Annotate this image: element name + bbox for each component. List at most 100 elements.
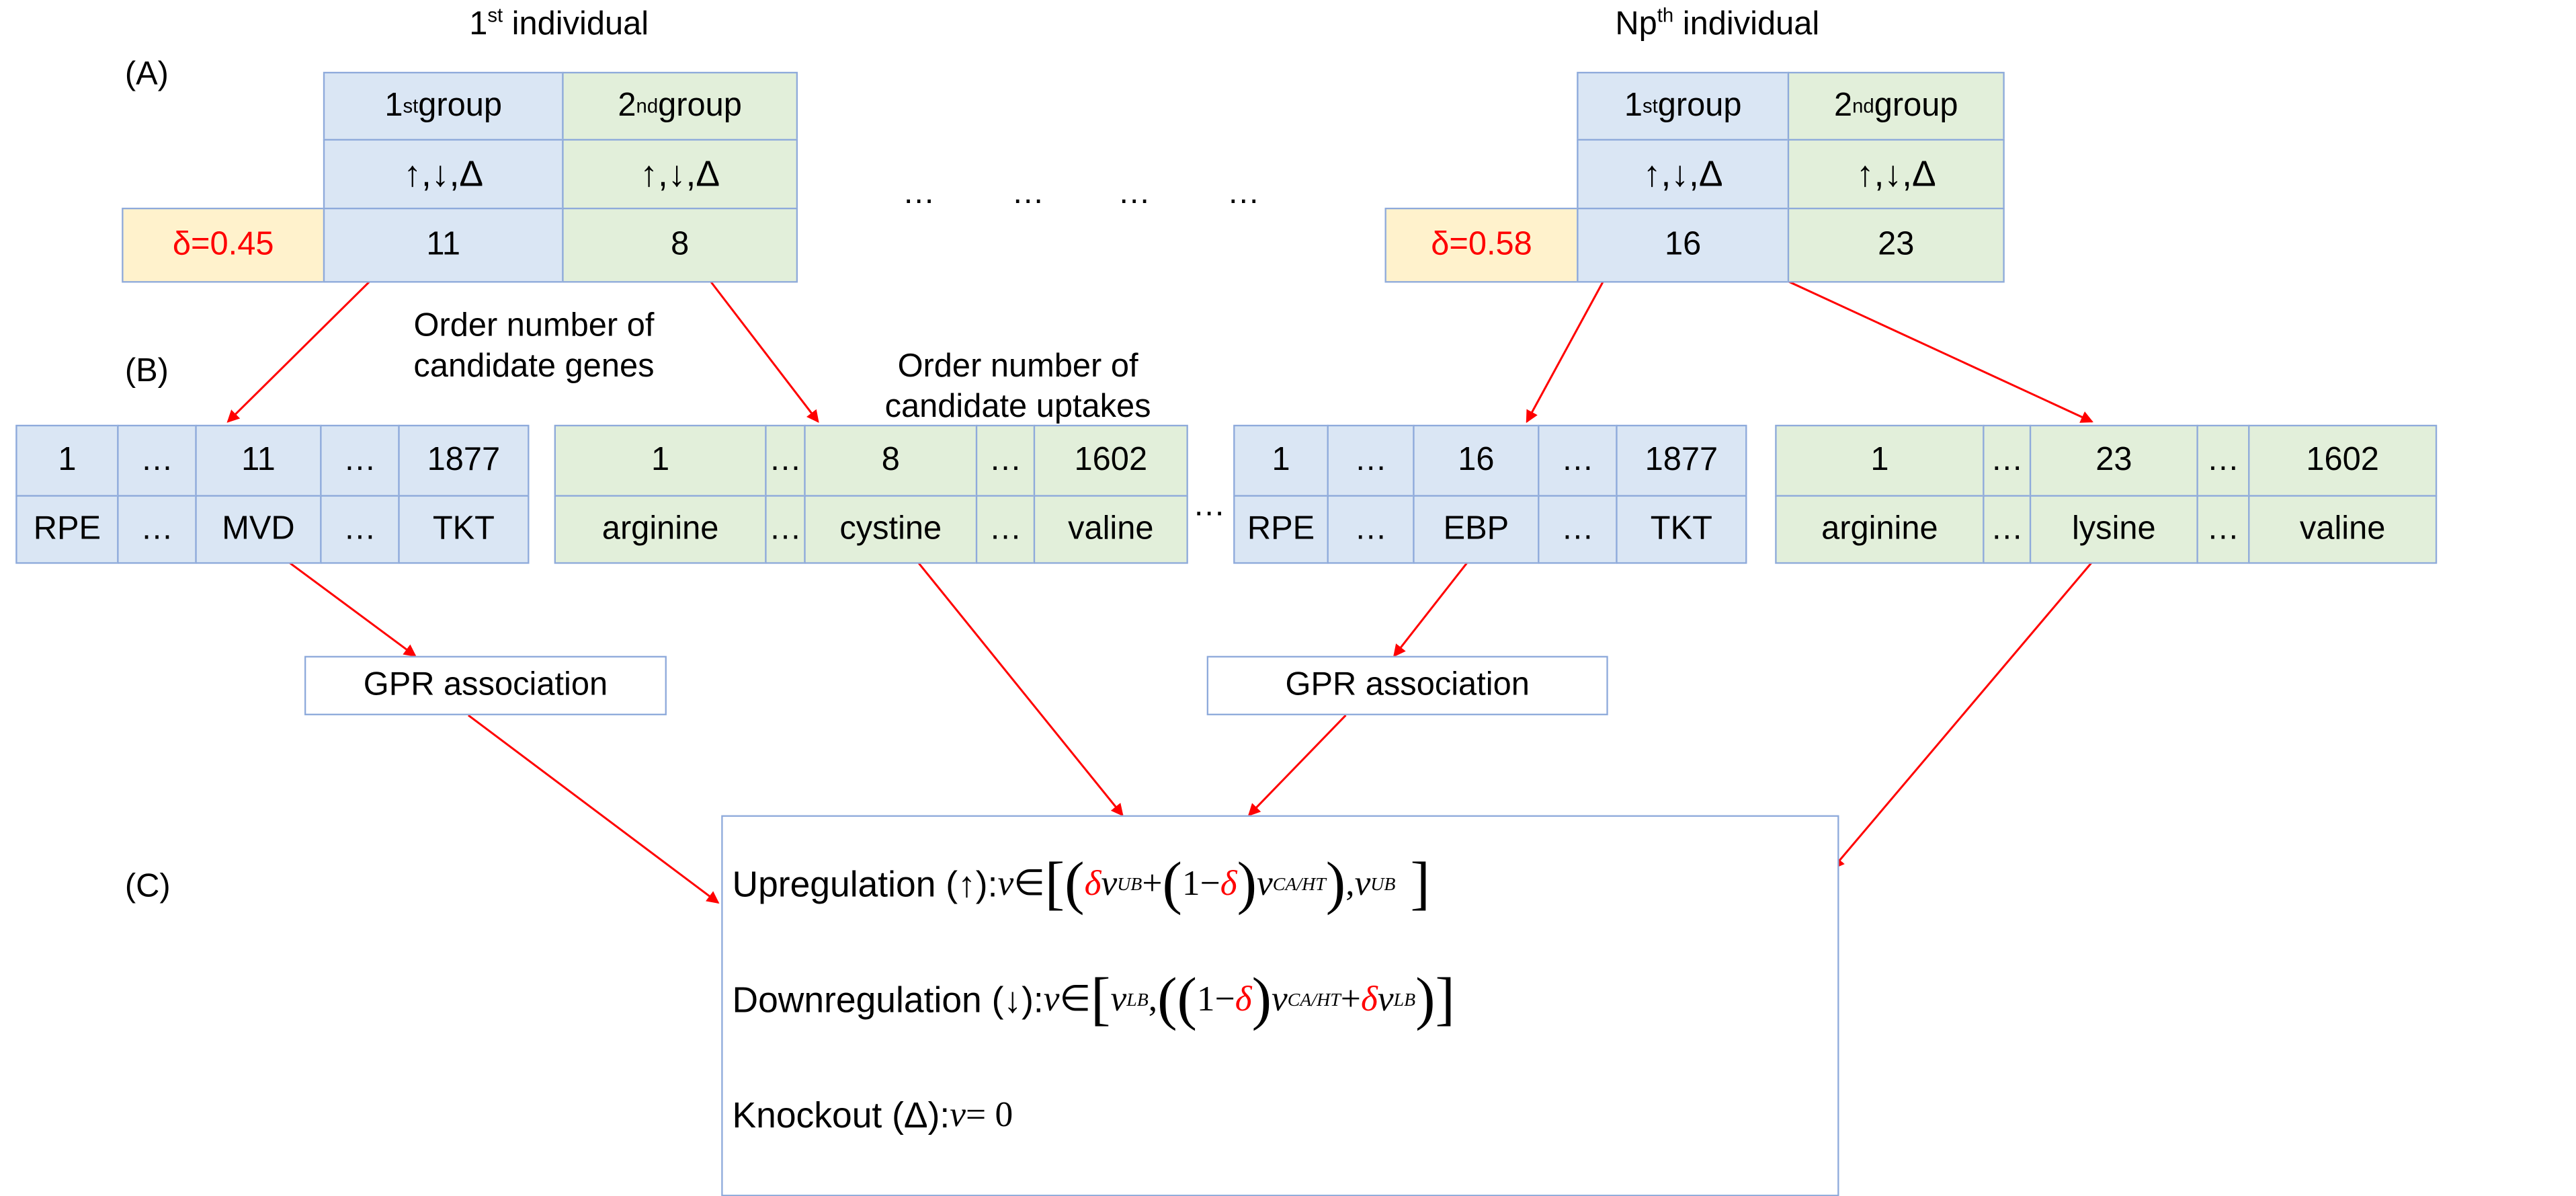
plus: + <box>1142 863 1163 903</box>
metabolite-name-cell: arginine <box>554 495 767 564</box>
order-number-cell: … <box>320 424 400 497</box>
arrow-ebp-to-gpr <box>1393 561 1468 657</box>
metabolite-name-cell: lysine <box>2029 495 2198 564</box>
candidate-order-cell: 11 <box>323 207 564 283</box>
delta-value-cell: δ=0.58 <box>1384 207 1579 283</box>
caption-line: candidate genes <box>413 348 655 385</box>
order-number-cell: 1 <box>1775 424 1985 497</box>
arrow-anp-group2-to-uptakes <box>1787 280 2093 423</box>
comma: , <box>1345 863 1355 903</box>
order-number-cell: 8 <box>804 424 978 497</box>
element-of: ∈ <box>1013 863 1045 903</box>
knockout-formula: Knockout (Δ): v = 0 <box>732 1058 1837 1173</box>
caption-line: Order number of <box>897 348 1138 385</box>
arrow-gpr2-to-formula <box>1247 714 1347 817</box>
gene-name-cell: MVD <box>195 495 322 564</box>
caption-line: candidate uptakes <box>884 389 1151 425</box>
ellipsis: … <box>1011 175 1045 211</box>
group-number: 2 <box>1834 87 1853 124</box>
gene-name-cell: RPE <box>15 495 119 564</box>
metabolite-name-cell: … <box>2196 495 2250 564</box>
comma: , <box>1148 979 1158 1019</box>
caption-candidate-uptakes: Order number of candidate uptakes <box>885 347 1151 428</box>
candidate-order-cell: 23 <box>1787 207 2005 283</box>
flux-symbol: v <box>1272 979 1288 1019</box>
caption-line: Order number of <box>413 307 655 344</box>
upregulation-label: Upregulation (↑): <box>732 863 998 904</box>
superscript: UB <box>1117 872 1142 894</box>
arrow-a1-group1-to-genes <box>226 280 371 423</box>
order-number-cell: 1 <box>554 424 767 497</box>
order-number-cell: 1602 <box>1033 424 1188 497</box>
operations-cell: ↑,↓,Δ <box>323 138 564 210</box>
bracket-open-icon: [( <box>1044 851 1085 917</box>
ellipsis: … <box>902 175 936 211</box>
element-of: ∈ <box>1059 979 1091 1019</box>
order-number-cell: … <box>1983 424 2032 497</box>
order-number-cell: … <box>1538 424 1618 497</box>
gene-name-cell: … <box>1327 495 1415 564</box>
panel-a-label: (A) <box>124 56 169 93</box>
metabolite-name-cell: cystine <box>804 495 978 564</box>
arrow-mvd-to-gpr <box>288 561 417 657</box>
paren-open-icon: ( <box>1162 851 1182 917</box>
flux-symbol: v <box>1101 863 1118 903</box>
order-number-cell: 1 <box>15 424 119 497</box>
flux-symbol: v <box>950 1094 966 1134</box>
delta-symbol: δ <box>1360 979 1378 1019</box>
delta-symbol: δ <box>1220 863 1237 903</box>
order-number-cell: 1877 <box>1616 424 1747 497</box>
title-ordinal: th <box>1657 4 1674 27</box>
metabolite-name-cell: … <box>765 495 806 564</box>
arrow-gpr1-to-formula <box>467 714 720 904</box>
equals-zero: = 0 <box>965 1094 1013 1134</box>
arrow-cystine-to-formula <box>917 561 1124 817</box>
downregulation-label: Downregulation (↓): <box>732 978 1044 1019</box>
gene-name-cell: RPE <box>1233 495 1329 564</box>
order-number-cell: 1 <box>1233 424 1329 497</box>
group-text: group <box>1657 87 1742 124</box>
group-text: group <box>418 87 503 124</box>
superscript: LB <box>1126 988 1149 1010</box>
group-number: 1 <box>1624 87 1643 124</box>
superscript: CA/HT <box>1287 988 1341 1010</box>
paren-close-icon: ) <box>1237 851 1257 917</box>
ellipsis: … <box>1227 175 1260 211</box>
flux-symbol: v <box>1354 863 1371 903</box>
operations-cell: ↑,↓,Δ <box>562 138 798 210</box>
knockout-label: Knockout (Δ): <box>732 1094 950 1135</box>
flux-symbol: v <box>1043 979 1060 1019</box>
flux-symbol: v <box>1257 863 1273 903</box>
order-number-cell: … <box>2196 424 2250 497</box>
metabolite-name-cell: valine <box>2248 495 2438 564</box>
gene-name-cell: TKT <box>1616 495 1747 564</box>
gene-name-cell: TKT <box>398 495 530 564</box>
gpr-association-box: GPR association <box>1206 655 1608 715</box>
order-number-cell: 1602 <box>2248 424 2438 497</box>
operations-cell: ↑,↓,Δ <box>1787 138 2005 210</box>
arrow-anp-group1-to-genes <box>1526 280 1605 424</box>
paren-open-icon: (( <box>1157 966 1197 1033</box>
panel-c-label: (C) <box>124 868 171 905</box>
order-number-cell: 11 <box>195 424 322 497</box>
paren-close-icon: ) <box>1325 851 1346 917</box>
delta-value-cell: δ=0.45 <box>122 207 325 283</box>
group-number: 2 <box>618 87 636 124</box>
individual-title: Npth individual <box>1615 6 1819 44</box>
delta-symbol: δ <box>1235 979 1252 1019</box>
individual-title: 1st individual <box>469 6 649 44</box>
title-number: 1 <box>469 6 488 42</box>
operations-cell: ↑,↓,Δ <box>1577 138 1790 210</box>
panel-b-label: (B) <box>124 352 169 389</box>
superscript: UB <box>1370 872 1396 894</box>
gene-name-cell: EBP <box>1413 495 1540 564</box>
group-text: group <box>1874 87 1958 124</box>
group-text: group <box>658 87 742 124</box>
group-number: 1 <box>384 87 403 124</box>
